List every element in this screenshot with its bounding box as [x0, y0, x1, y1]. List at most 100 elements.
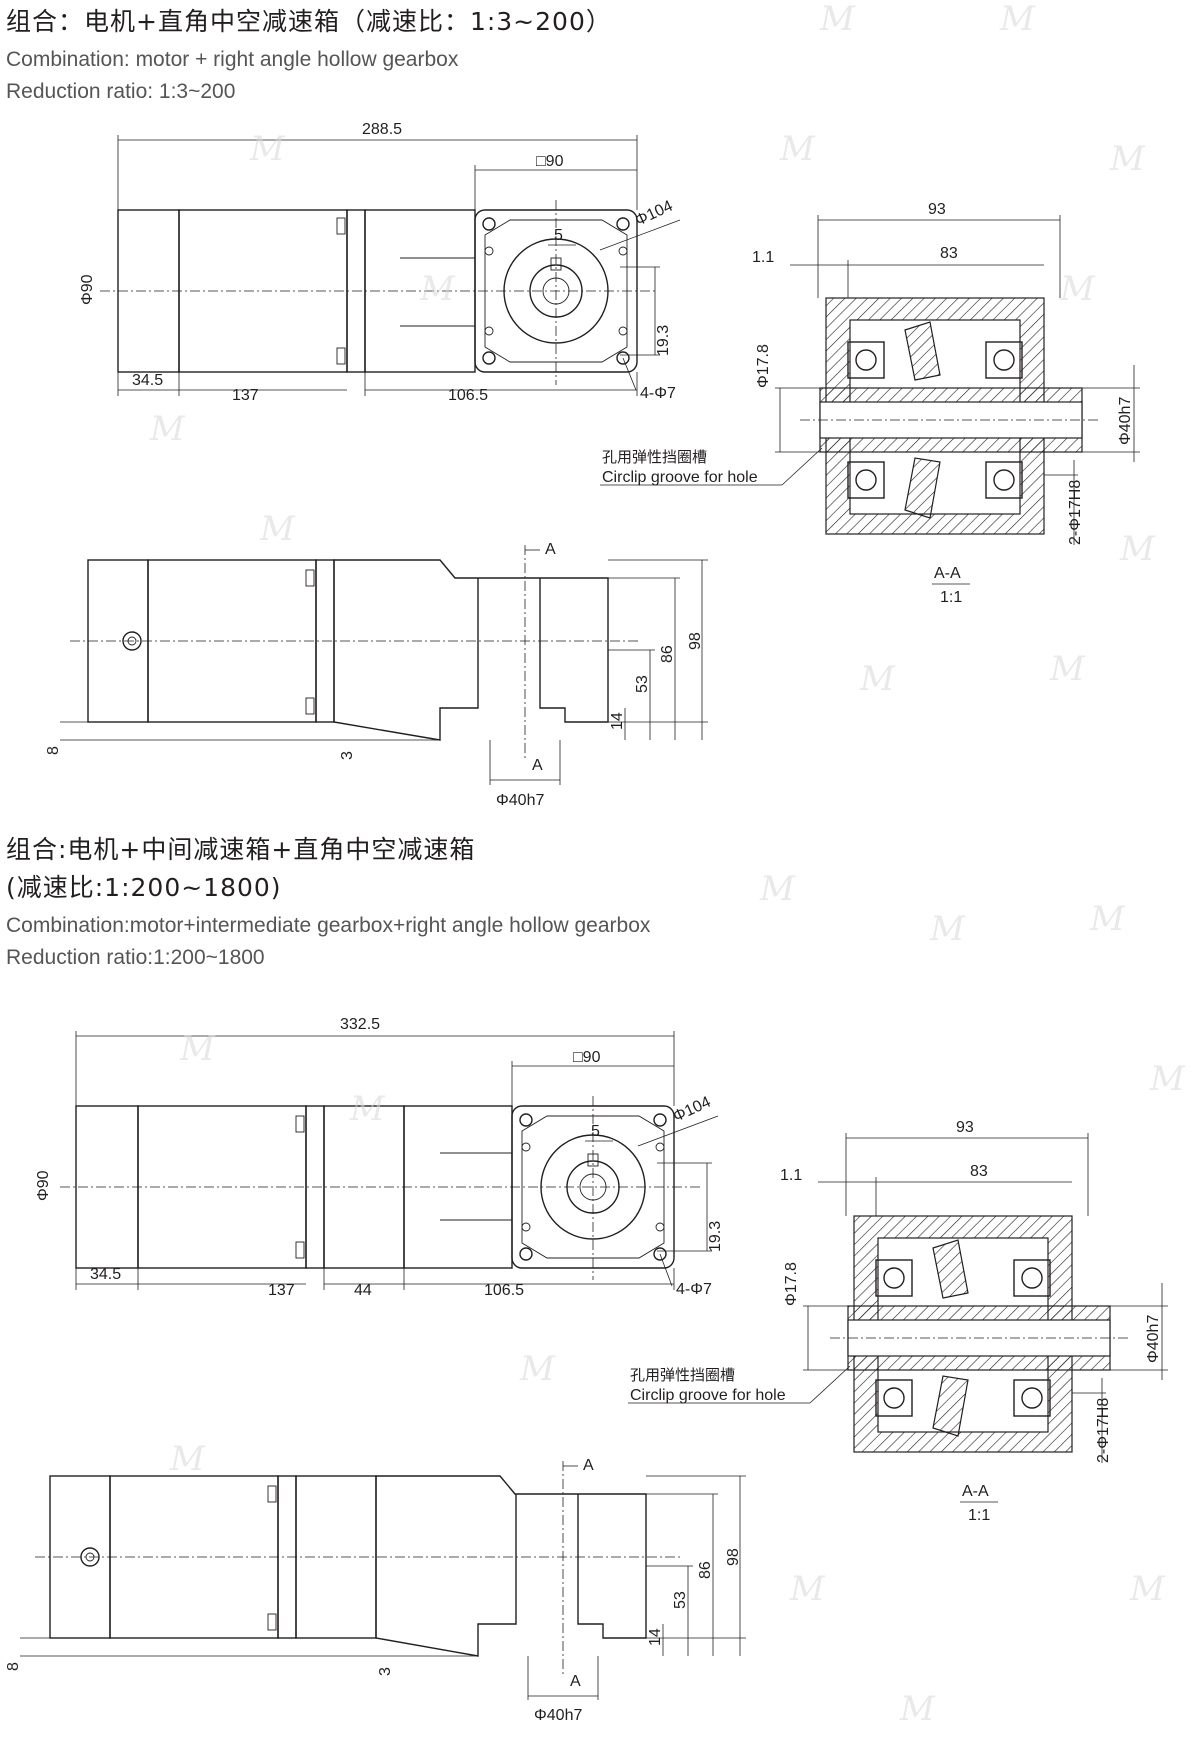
section-intermediate-gearbox: 组合:电机+中间减速箱+直角中空减速箱 (减速比:1:200~1800) Com…: [0, 820, 1200, 1755]
dim-h86-2: 86: [697, 1561, 714, 1579]
section2-title-line2: (减速比:1:200~1800): [6, 873, 282, 902]
dim-depth-2: 19.3: [707, 1221, 724, 1252]
dim-phi17h8-2: 2-Φ17H8: [1095, 1398, 1112, 1463]
dim-h8-2: 8: [5, 1662, 22, 1671]
svg-text:M: M: [249, 129, 286, 169]
dim-34-5: 34.5: [132, 372, 163, 389]
circlip-label-cn: 孔用弹性挡圈槽: [602, 448, 707, 466]
svg-text:M: M: [179, 1029, 216, 1069]
svg-text:M: M: [349, 1089, 386, 1129]
dim-phi104: Φ104: [633, 197, 676, 229]
dim-square-2: □90: [573, 1049, 601, 1066]
dim-w83: 83: [940, 245, 958, 262]
dim-holes-2: 4-Φ7: [676, 1281, 712, 1298]
circlip-label-en-2: Circlip groove for hole: [630, 1387, 786, 1404]
dim-h3: 3: [339, 751, 356, 760]
arrow-a-bottom-2: A: [570, 1673, 581, 1690]
dim-holes: 4-Φ7: [640, 385, 676, 402]
svg-text:M: M: [1109, 139, 1146, 179]
svg-text:M: M: [1089, 899, 1126, 939]
dim-h53-2: 53: [672, 1591, 689, 1609]
svg-text:M: M: [519, 1349, 556, 1389]
svg-text:M: M: [859, 659, 896, 699]
section2-drawing: 332.5 □90 Φ104 5 19.3 Φ90 34.5 137 44 10…: [5, 869, 1186, 1729]
dim-phi40h7-2: Φ40h7: [1145, 1315, 1162, 1363]
svg-text:M: M: [819, 0, 856, 39]
arrow-a-top: A: [545, 541, 556, 558]
dim-44-2: 44: [354, 1282, 372, 1299]
svg-text:M: M: [789, 1569, 826, 1609]
side-view-1: 98 86 53 14 8 3 A A Φ40h7: [45, 541, 708, 809]
section2-ratio: Reduction ratio:1:200~1800: [6, 946, 265, 969]
svg-text:M: M: [259, 509, 296, 549]
dim-phi17-8-2: Φ17.8: [783, 1262, 800, 1306]
section-label: A-A: [934, 565, 961, 582]
dim-phi90-2: Φ90: [35, 1170, 52, 1201]
dim-phi17-8: Φ17.8: [755, 344, 772, 388]
svg-text:M: M: [759, 869, 796, 909]
svg-text:M: M: [149, 409, 186, 449]
dim-clip-2: 1.1: [780, 1167, 802, 1184]
dim-h8: 8: [45, 746, 62, 755]
dim-phi17h8: 2-Φ17H8: [1067, 480, 1084, 545]
section1-drawing: 288.5 □90 Φ104 5 19.3 Φ90 34.5: [45, 0, 1156, 809]
dim-h53: 53: [634, 675, 651, 693]
section-view-1: 93 83 1.1 Φ17.8 Φ40h7 2-Φ17H8 孔用弹性挡圈槽 C: [600, 201, 1140, 606]
dim-overall-length-2: 332.5: [340, 1016, 380, 1033]
dim-key5-2: 5: [591, 1123, 600, 1140]
top-view-1: 288.5 □90 Φ104 5 19.3 Φ90 34.5: [79, 121, 681, 404]
svg-text:M: M: [169, 1439, 206, 1479]
dim-phi104-2: Φ104: [671, 1093, 714, 1125]
dim-137: 137: [232, 387, 259, 404]
dim-phi90: Φ90: [79, 274, 96, 305]
dim-key5: 5: [554, 227, 563, 244]
mounting-holes: [482, 217, 630, 365]
dim-h14-2: 14: [647, 1628, 664, 1646]
dim-w93-2: 93: [956, 1119, 974, 1136]
svg-text:M: M: [1119, 529, 1156, 569]
top-view-2: 332.5 □90 Φ104 5 19.3 Φ90 34.5 137 44 10…: [35, 1016, 724, 1299]
svg-text:M: M: [1129, 1569, 1166, 1609]
section-label-2: A-A: [962, 1483, 989, 1500]
section1-ratio: Reduction ratio: 1:3~200: [6, 80, 236, 103]
dim-h98: 98: [687, 632, 704, 650]
side-gearbox: [333, 559, 609, 741]
side-view-2: 98 86 53 14 8 3 A A Φ40h7: [5, 1457, 746, 1724]
dim-overall-length: 288.5: [362, 121, 402, 138]
svg-text:M: M: [419, 269, 456, 309]
section1-subtitle: Combination: motor + right angle hollow …: [6, 48, 459, 71]
svg-text:M: M: [899, 1689, 936, 1729]
section-scale-2: 1:1: [968, 1507, 990, 1524]
watermarks: M M M M M M M M M M M M: [149, 0, 1156, 699]
dim-h86: 86: [659, 645, 676, 663]
dim-w93: 93: [928, 201, 946, 218]
circlip-label-cn-2: 孔用弹性挡圈槽: [630, 1366, 735, 1384]
section1-title: 组合：电机+直角中空减速箱（减速比：1:3~200）: [6, 7, 612, 36]
svg-text:M: M: [1049, 649, 1086, 689]
dim-bottom-phi40: Φ40h7: [496, 792, 544, 809]
section-scale: 1:1: [940, 589, 962, 606]
dim-bottom-phi40-2: Φ40h7: [534, 1707, 582, 1724]
section2-title-line1: 组合:电机+中间减速箱+直角中空减速箱: [6, 835, 476, 864]
arrow-a-bottom: A: [532, 757, 543, 774]
dim-square: □90: [536, 153, 564, 170]
circlip-label-en: Circlip groove for hole: [602, 469, 758, 486]
dim-h3-2: 3: [377, 1667, 394, 1676]
dim-w83-2: 83: [970, 1163, 988, 1180]
section2-subtitle: Combination:motor+intermediate gearbox+r…: [6, 914, 651, 937]
dim-depth: 19.3: [655, 325, 672, 356]
dim-clip: 1.1: [752, 249, 774, 266]
dim-106-5: 106.5: [448, 387, 488, 404]
dim-106-5-2: 106.5: [484, 1282, 524, 1299]
dim-34-5-2: 34.5: [90, 1266, 121, 1283]
dim-137-2: 137: [268, 1282, 295, 1299]
svg-text:M: M: [999, 0, 1036, 39]
arrow-a-top-2: A: [583, 1457, 594, 1474]
section-view-2: 93 83 1.1 Φ17.8 Φ40h7 2-Φ17H8 孔用弹性挡圈槽 Ci…: [628, 1119, 1168, 1524]
svg-text:M: M: [1149, 1059, 1186, 1099]
watermarks-2: M M M M M M M M M M M: [169, 869, 1186, 1729]
dim-h98-2: 98: [725, 1548, 742, 1566]
dim-h14: 14: [609, 712, 626, 730]
dim-phi40h7: Φ40h7: [1117, 397, 1134, 445]
svg-text:M: M: [929, 909, 966, 949]
